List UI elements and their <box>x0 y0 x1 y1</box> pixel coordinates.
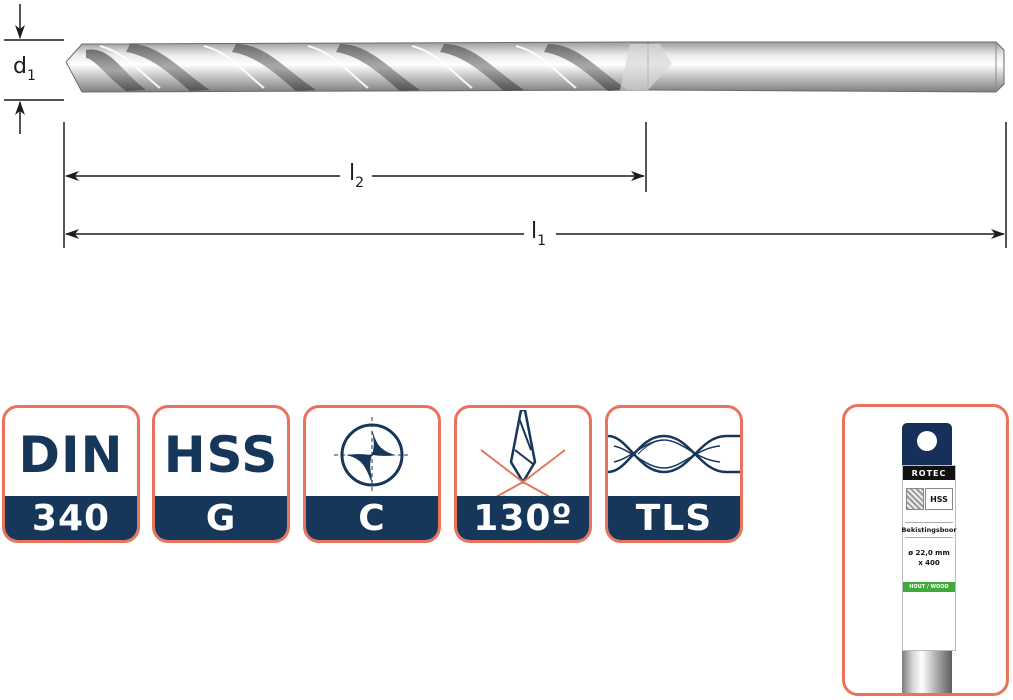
drill-bit <box>65 41 1005 93</box>
l2-main-text: l <box>349 161 356 186</box>
badge-din-bottom: 340 <box>5 496 137 540</box>
brand-logo: ROTEC <box>903 466 955 480</box>
l1-label: l1 <box>531 219 547 250</box>
badge-hss-top: HSS <box>163 426 279 484</box>
d1-main-text: d <box>13 54 27 79</box>
packaging-label: ROTEC HSS Bekistingsboor ø 22,0 mm x 400… <box>901 465 957 651</box>
badge-point-angle-bottom: 130º <box>457 496 589 540</box>
d1-sub-text: 1 <box>26 68 36 85</box>
l1-sub-text: 1 <box>537 233 547 250</box>
badge-cross-section-bottom: C <box>306 496 438 540</box>
badge-cross-section: C <box>303 405 441 543</box>
drill-point-angle-icon <box>480 410 566 500</box>
material-icon <box>906 488 924 510</box>
material-text: HSS <box>925 488 953 510</box>
size-line-1: ø 22,0 mm <box>908 549 950 557</box>
drill-technical-drawing <box>4 4 1007 248</box>
badge-din-340: DIN 340 <box>2 405 140 543</box>
packaging-image: ROTEC HSS Bekistingsboor ø 22,0 mm x 400… <box>842 404 1009 696</box>
product-name: Bekistingsboor <box>901 522 957 538</box>
d1-dimension <box>4 4 64 134</box>
packaging-cap <box>902 423 952 467</box>
l2-label: l2 <box>349 161 365 192</box>
length-dimensions <box>63 122 1007 248</box>
badge-din-top: DIN <box>18 426 124 484</box>
badge-flute: TLS <box>605 405 743 543</box>
l2-sub-text: 2 <box>355 175 365 192</box>
drill-cross-section-icon <box>334 417 410 493</box>
hang-hole <box>917 431 937 451</box>
drill-flutes <box>86 44 628 91</box>
badge-point-angle: 130º <box>454 405 592 543</box>
d1-label: d1 <box>13 54 36 85</box>
usage-badge: HOUT / WOOD <box>903 582 955 592</box>
drill-flute-icon <box>608 434 740 474</box>
l1-main-text: l <box>531 219 538 244</box>
badge-flute-bottom: TLS <box>608 496 740 540</box>
product-size: ø 22,0 mm x 400 <box>905 548 953 568</box>
badge-hss-bottom: G <box>155 496 287 540</box>
badge-hss-g: HSS G <box>152 405 290 543</box>
size-line-2: x 400 <box>918 559 940 567</box>
